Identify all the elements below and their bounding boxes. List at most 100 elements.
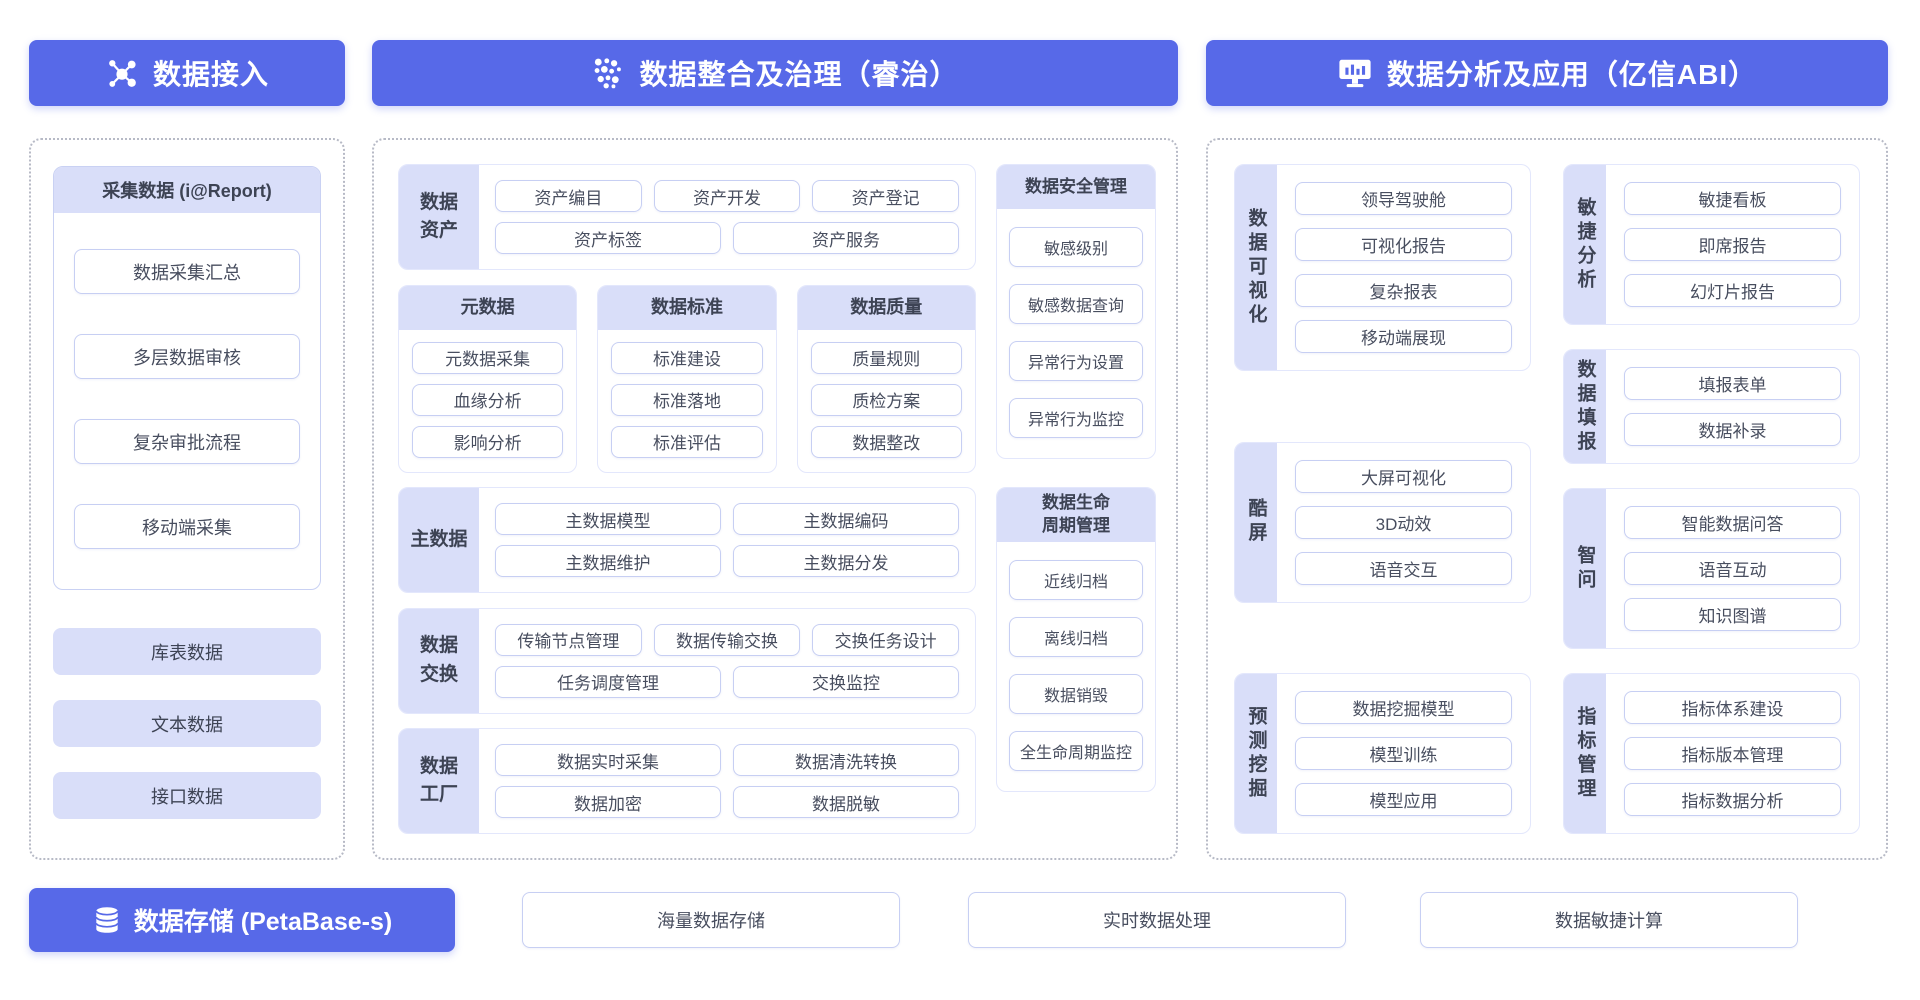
capability-box: 敏捷看板 [1624,182,1841,215]
capability-box: 数据挖掘模型 [1295,691,1512,724]
capability-box: 数据加密 [495,786,721,818]
capability-box: 敏感数据查询 [1009,284,1143,324]
metadata-standard-quality-row: 元数据 元数据采集 血缘分析 影响分析 数据标准 标准建设 标准落地 标准评估 [398,284,976,473]
indicator-management-label: 指标管理 [1564,674,1606,833]
capability-box: 交换任务设计 [812,623,960,656]
capability-box: 标准建设 [611,341,763,374]
capability-box: 模型应用 [1295,783,1512,816]
data-factory-label: 数据 工厂 [399,729,479,833]
data-standard-title: 数据标准 [598,285,776,330]
metadata-group: 元数据 元数据采集 血缘分析 影响分析 [398,284,578,473]
governance-side-column: 数据安全管理 敏感级别 敏感数据查询 异常行为设置 异常行为监控 数据生命 周期… [996,164,1156,834]
capability-box: 资产开发 [653,180,801,212]
capability-box: 数据销毁 [1009,673,1143,714]
cool-screen-group: 酷屏 大屏可视化 3D动效 语音交互 [1234,441,1531,603]
capability-box: 数据清洗转换 [733,744,959,776]
capability-box: 近线归档 [1009,559,1143,600]
data-analysis-panel: 数据可视化 领导驾驶舱 可视化报告 复杂报表 移动端展现 酷屏 大屏可视化 3D… [1206,138,1888,860]
master-data-group: 主数据 主数据模型 主数据编码 主数据维护 主数据分发 [398,487,976,593]
smart-qa-group: 智问 智能数据问答 语音互动 知识图谱 [1563,488,1860,649]
capability-box: 知识图谱 [1624,598,1841,631]
predictive-mining-label: 预测挖掘 [1235,674,1277,833]
capability-box: 主数据分发 [733,545,959,577]
source-text-data: 文本数据 [53,700,321,747]
agile-analysis-group: 敏捷分析 敏捷看板 即席报告 幻灯片报告 [1563,164,1860,325]
header-title: 数据整合及治理（睿治） [639,59,959,90]
capability-box: 模型训练 [1295,737,1512,770]
predictive-mining-group: 预测挖掘 数据挖掘模型 模型训练 模型应用 [1234,673,1531,834]
data-visualization-group: 数据可视化 领导驾驶舱 可视化报告 复杂报表 移动端展现 [1234,164,1531,371]
capability-box: 复杂审批流程 [74,419,300,464]
capability-box: 全生命周期监控 [1009,730,1143,771]
analysis-column-1: 数据可视化 领导驾驶舱 可视化报告 复杂报表 移动端展现 酷屏 大屏可视化 3D… [1234,164,1531,834]
data-visualization-label: 数据可视化 [1235,165,1277,370]
capability-box: 复杂报表 [1295,274,1512,307]
data-lifecycle-group: 数据生命 周期管理 近线归档 离线归档 数据销毁 全生命周期监控 [996,487,1156,792]
capability-box: 即席报告 [1624,228,1841,261]
data-storage-label: 数据存储 (PetaBase-s) [133,908,393,936]
collect-data-group: 采集数据 (i@Report) 数据采集汇总 多层数据审核 复杂审批流程 移动端… [53,166,321,590]
capability-box: 指标体系建设 [1624,691,1841,724]
data-asset-label: 数据 资产 [399,165,479,269]
capability-box: 幻灯片报告 [1624,274,1841,307]
agile-analysis-label: 敏捷分析 [1564,165,1606,324]
header-data-analysis: 数据分析及应用（亿信ABI） [1206,40,1888,106]
capability-box: 敏感级别 [1009,227,1143,267]
capability-box: 填报表单 [1624,367,1841,400]
source-api-data: 接口数据 [53,772,321,819]
data-access-panel: 采集数据 (i@Report) 数据采集汇总 多层数据审核 复杂审批流程 移动端… [29,138,345,860]
data-security-group: 数据安全管理 敏感级别 敏感数据查询 异常行为设置 异常行为监控 [996,164,1156,459]
capability-box: 血缘分析 [412,383,564,416]
capability-box: 质量规则 [810,341,962,374]
data-exchange-label: 数据 交换 [399,608,479,713]
capability-box: 主数据维护 [495,545,721,577]
capability-box: 资产服务 [733,222,959,254]
capability-box: 资产登记 [812,180,960,212]
storage-capability-box: 实时数据处理 [968,892,1346,948]
source-db-tables: 库表数据 [53,628,321,675]
capability-box: 异常行为监控 [1009,398,1143,438]
collect-data-title: 采集数据 (i@Report) [54,167,320,213]
data-lifecycle-title: 数据生命 周期管理 [997,488,1155,542]
data-asset-group: 数据 资产 资产编目 资产开发 资产登记 资产标签 资产服务 [398,164,976,270]
capability-box: 移动端展现 [1295,320,1512,353]
header-title: 数据分析及应用（亿信ABI） [1386,59,1758,90]
capability-box: 多层数据审核 [74,334,300,379]
storage-capability-box: 海量数据存储 [522,892,900,948]
capability-box: 主数据模型 [495,503,721,535]
capability-box: 数据采集汇总 [74,249,300,294]
capability-box: 质检方案 [810,383,962,416]
capability-box: 传输节点管理 [495,623,642,656]
capability-box: 数据实时采集 [495,744,721,776]
capability-box: 指标版本管理 [1624,737,1841,770]
database-icon [92,904,122,936]
capability-box: 智能数据问答 [1624,506,1841,539]
capability-box: 元数据采集 [412,341,564,374]
cool-screen-label: 酷屏 [1235,442,1277,602]
capability-box: 指标数据分析 [1624,783,1841,816]
capability-box: 语音互动 [1624,552,1841,585]
capability-box: 标准落地 [611,383,763,416]
capability-box: 交换监控 [733,665,959,698]
storage-capability-box: 数据敏捷计算 [1420,892,1798,948]
capability-box: 影响分析 [412,425,564,458]
dots-icon [591,56,625,90]
capability-box: 大屏可视化 [1295,459,1512,493]
header-data-governance: 数据整合及治理（睿治） [372,40,1178,106]
network-icon [105,56,139,90]
collect-data-items: 数据采集汇总 多层数据审核 复杂审批流程 移动端采集 [54,213,320,589]
capability-box: 主数据编码 [733,503,959,535]
capability-box: 资产标签 [495,222,721,254]
capability-box: 语音交互 [1295,551,1512,585]
analysis-column-2: 敏捷分析 敏捷看板 即席报告 幻灯片报告 数据填报 填报表单 数据补录 智问 智… [1563,164,1860,834]
data-reporting-group: 数据填报 填报表单 数据补录 [1563,349,1860,464]
capability-box: 数据整改 [810,425,962,458]
monitor-chart-icon [1337,56,1373,90]
data-storage-bar: 数据存储 (PetaBase-s) [29,888,455,952]
master-data-label: 主数据 [399,488,479,592]
capability-box: 数据传输交换 [653,623,801,656]
data-governance-panel: 数据 资产 资产编目 资产开发 资产登记 资产标签 资产服务 元数据 [372,138,1178,860]
capability-box: 3D动效 [1295,505,1512,539]
capability-box: 可视化报告 [1295,228,1512,261]
